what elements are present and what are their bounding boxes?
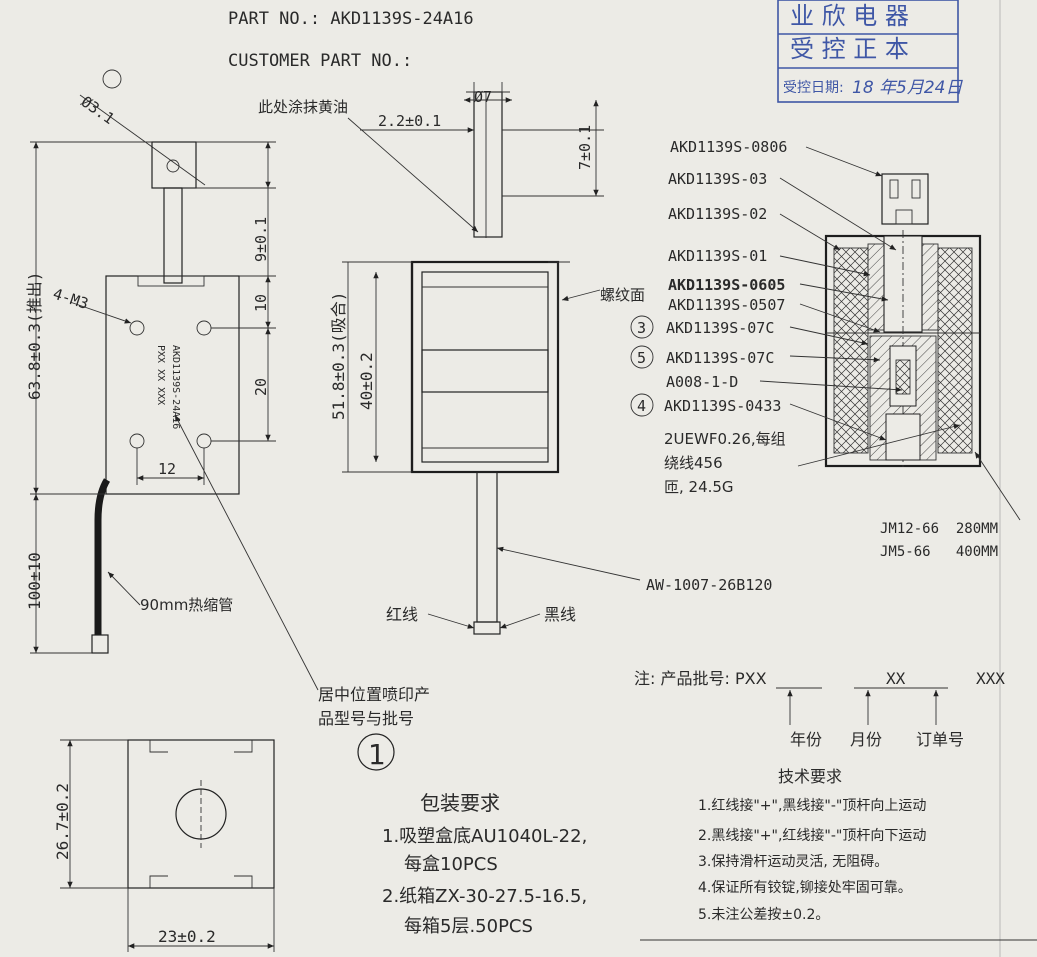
dim-12: 12 [158,460,176,478]
batch-tail: XXX [976,669,1005,688]
batch-number-note: 注: 产品批号: PXX XX XXX 年份 月份 订单号 [634,669,1005,749]
product-batch-marking: PXX XX XXX [155,345,166,405]
dim-40: 40±0.2 [357,352,376,410]
center-front-view: Ø7 7±0.1 2.2±0.1 此处涂抹黄油 螺纹面 51.8±0.3(吸合)… [258,82,772,635]
bottom-view: 26.7±0.2 23±0.2 [53,739,275,952]
circle-3: 3 [637,319,646,337]
tech-title: 技术要求 [778,767,842,786]
section-label-0433: AKD1139S-0433 [664,397,781,415]
packing-item-2: 2.纸箱ZX-30-27.5-16.5, [382,886,587,907]
stamp-line-1: 业 欣 电 器 [790,2,909,30]
section-label-07c-b: AKD1139S-07C [666,349,774,367]
circle-5: 5 [637,349,646,367]
left-side-view: Ø3.1 AKD1139S-24A16 PXX XX XXX 63.8±0.3(… [25,69,430,771]
tech-item-1: 1.红线接"+",黑线接"-"顶杆向上运动 [698,797,926,814]
wire-spec: AW-1007-26B120 [646,576,772,594]
shaft-diameter: Ø7 [474,88,492,106]
red-wire-label: 红线 [386,605,418,624]
section-label-a008: A008-1-D [666,373,738,391]
section-label-0806: AKD1139S-0806 [670,138,787,156]
thread-spec: 4-M3 [51,285,91,313]
spring-spec-2: JM5-66 400MM [880,544,998,560]
batch-month: 月份 [850,730,882,749]
batch-year: 年份 [790,730,822,749]
packing-item-1b: 每盒10PCS [404,854,498,875]
part-number: PART NO.: AKD1139S-24A16 [228,9,474,29]
section-label-07c-a: AKD1139S-07C [666,319,774,337]
lead-length-dim: 100±10 [25,552,44,610]
batch-mid: XX [886,669,906,688]
tech-item-2: 2.黑线接"+",红线接"-"顶杆向下运动 [698,827,926,844]
customer-part-number: CUSTOMER PART NO.: [228,51,412,71]
batch-order: 订单号 [916,730,964,749]
dim-9: 9±0.1 [252,217,270,262]
section-label-0605: AKD1139S-0605 [668,276,785,294]
dim-7: 7±0.1 [576,125,594,170]
bottom-width-dim: 23±0.2 [158,927,216,946]
grease-note: 此处涂抹黄油 [258,98,348,116]
technical-requirements: 技术要求 1.红线接"+",黑线接"-"顶杆向上运动 2.黑线接"+",红线接"… [698,767,926,923]
section-label-01: AKD1139S-01 [668,247,767,265]
bottom-height-dim: 26.7±0.2 [53,783,72,860]
product-marking: AKD1139S-24A16 [170,345,181,429]
tech-item-5: 5.未注公差按±0.2。 [698,907,829,923]
circle-4: 4 [637,397,646,415]
winding-spec-2: 绕线456 [664,454,723,472]
winding-spec-1: 2UEWF0.26,每组 [664,430,786,448]
dim-10: 10 [252,294,270,312]
control-stamp: 业 欣 电 器 受 控 正 本 受控日期: 18 年5月24日 [777,0,963,103]
view-number: 1 [368,738,386,771]
section-label-03: AKD1139S-03 [668,170,767,188]
stamp-date-value: 18 年5月24日 [852,78,963,98]
black-wire-label: 黑线 [544,605,576,624]
dim-51-8: 51.8±0.3(吸合) [329,292,348,420]
stamp-date-label: 受控日期: [783,80,844,96]
dim-2-2: 2.2±0.1 [378,112,441,130]
tech-item-3: 3.保持滑杆运动灵活, 无阻碍。 [698,853,888,870]
print-note-1: 居中位置喷印产 [318,685,430,704]
print-note-2: 品型号与批号 [318,709,414,728]
section-label-0507: AKD1139S-0507 [668,296,785,314]
spring-spec-1: JM12-66 280MM [880,521,998,537]
packing-title: 包装要求 [420,791,500,815]
packing-item-1: 1.吸塑盒底AU1040L-22, [382,826,587,847]
section-label-02: AKD1139S-02 [668,205,767,223]
winding-spec-3: 匝, 24.5G [664,478,734,496]
section-view: AKD1139S-0806 AKD1139S-03 AKD1139S-02 AK… [630,138,1021,560]
packing-item-2b: 每箱5层.50PCS [404,916,533,937]
dim-20: 20 [252,378,270,396]
thread-face-label: 螺纹面 [600,286,645,304]
hole-diameter-label: Ø3.1 [78,93,118,128]
packing-requirements: 包装要求 1.吸塑盒底AU1040L-22, 每盒10PCS 2.纸箱ZX-30… [382,791,587,937]
batch-label: 注: 产品批号: PXX [634,669,767,688]
total-length-dim: 63.8±0.3(推出) [25,272,44,400]
heat-shrink-note: 90mm热缩管 [140,596,233,614]
stamp-line-2: 受 控 正 本 [790,35,909,63]
tech-item-4: 4.保证所有铰锭,铆接处牢固可靠。 [698,879,912,896]
